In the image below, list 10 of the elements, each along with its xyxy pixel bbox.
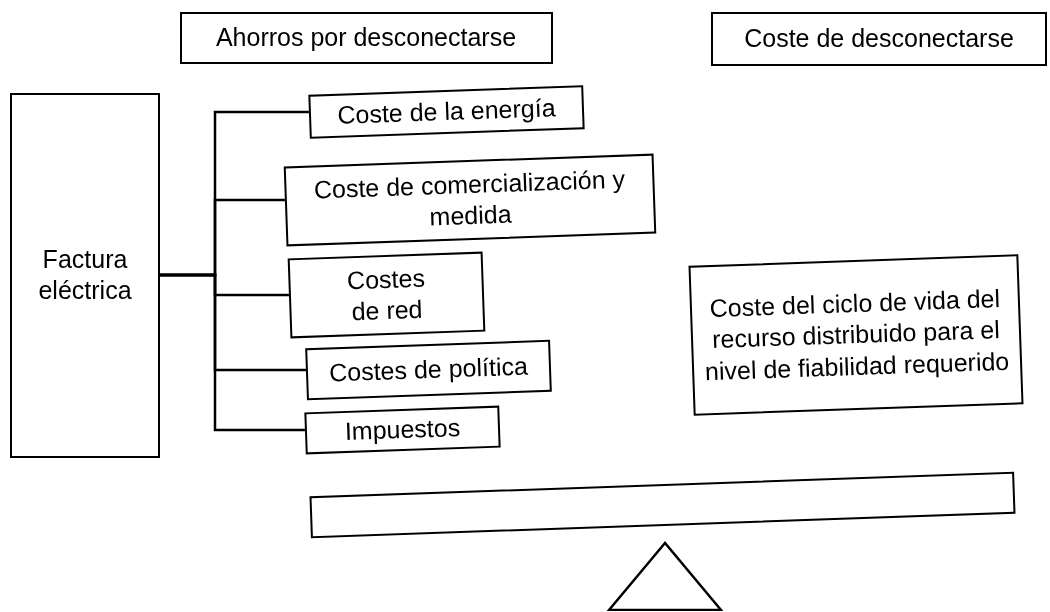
heading-box: Ahorros por desconectarse bbox=[179, 12, 553, 64]
cost-box: Costes de política bbox=[304, 339, 552, 401]
cost-box: Coste de la energía bbox=[307, 85, 585, 139]
cost-box: Coste del ciclo de vida del recurso distribuido para el nivel de fiabilidad requerido bbox=[688, 254, 1024, 416]
label-box: Factura eléctrica bbox=[10, 92, 160, 458]
cost-box: Coste de comercialización y medida bbox=[283, 153, 657, 247]
cost-box: Costes de red bbox=[287, 251, 485, 339]
heading-box: Coste de desconectarse bbox=[711, 12, 1047, 66]
fulcrum-triangle bbox=[607, 541, 723, 611]
cost-box: Impuestos bbox=[303, 405, 501, 455]
